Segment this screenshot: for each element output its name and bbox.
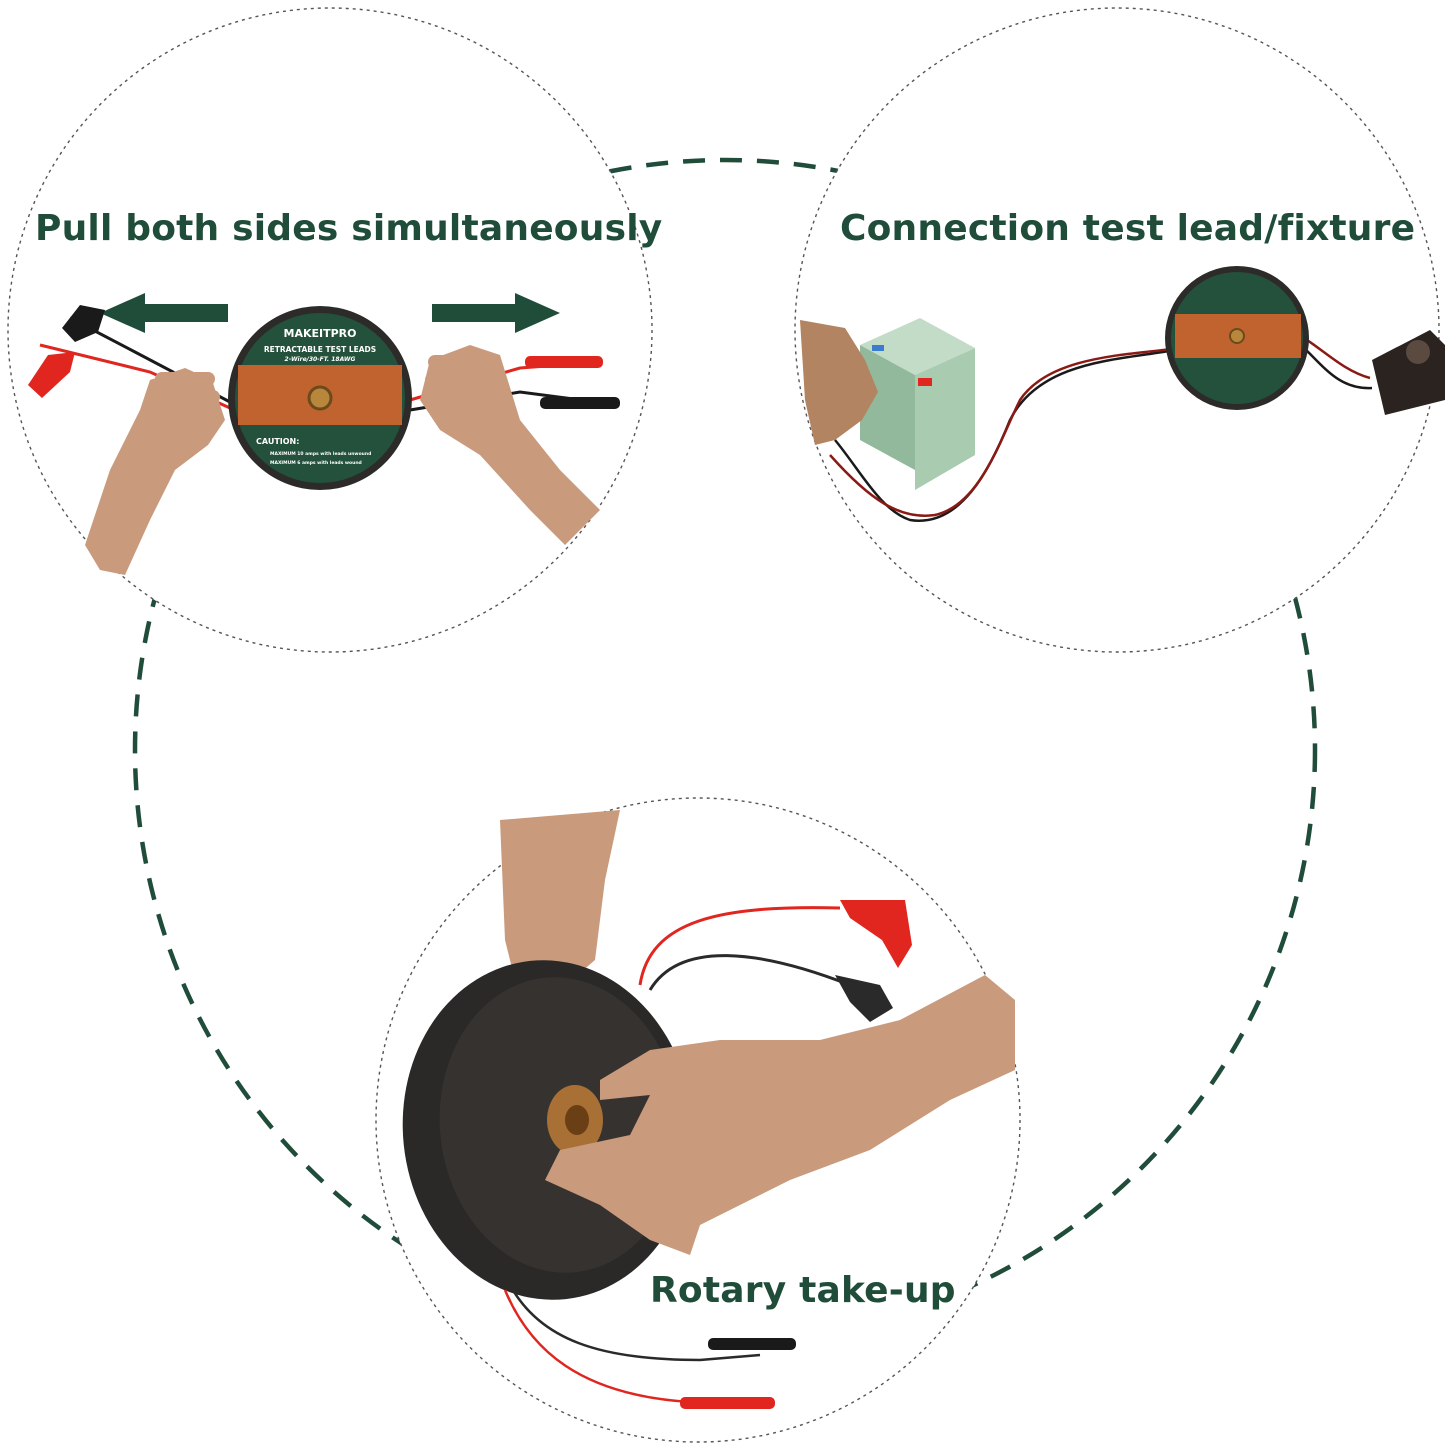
upper-arm: [500, 810, 620, 1000]
right-arrow-icon: [432, 293, 560, 333]
reel-caution-heading: CAUTION:: [256, 437, 299, 446]
reel-label-front: MAKEITPRO RETRACTABLE TEST LEADS 2-Wire/…: [228, 306, 412, 490]
panel-connect-dotted-border: [794, 7, 1440, 653]
panel-rotary-dotted-border: [375, 797, 1021, 1443]
left-hand: [85, 368, 225, 575]
reel-brand: MAKEITPRO: [284, 327, 357, 340]
reel-caution-line-2: MAXIMUM 6 amps with leads wound: [270, 460, 362, 466]
panel-rotary-takeup: [375, 797, 1021, 1443]
reel-spec: 2-Wire/30-FT. 18AWG: [285, 356, 356, 363]
right-hand: [420, 345, 600, 545]
caption-pull-both-sides: Pull both sides simultaneously: [35, 208, 663, 249]
panel-connection-test: [794, 7, 1445, 653]
panel-pull-both-sides: MAKEITPRO RETRACTABLE TEST LEADS 2-Wire/…: [7, 7, 653, 653]
panel-2-hand: [800, 320, 878, 445]
battery: [860, 318, 975, 490]
panel-pull-dotted-border: [7, 7, 653, 653]
reel-caution-line-1: MAXIMUM 10 amps with leads unwound: [270, 451, 371, 457]
reel-label-small: [1165, 266, 1309, 410]
caption-rotary-takeup: Rotary take-up: [650, 1270, 956, 1311]
multimeter: [1372, 330, 1445, 415]
left-arrow-icon: [100, 293, 228, 333]
rotary-hand: [545, 975, 1015, 1255]
caption-connection-test: Connection test lead/fixture: [840, 208, 1416, 249]
reel-title: RETRACTABLE TEST LEADS: [264, 345, 376, 354]
